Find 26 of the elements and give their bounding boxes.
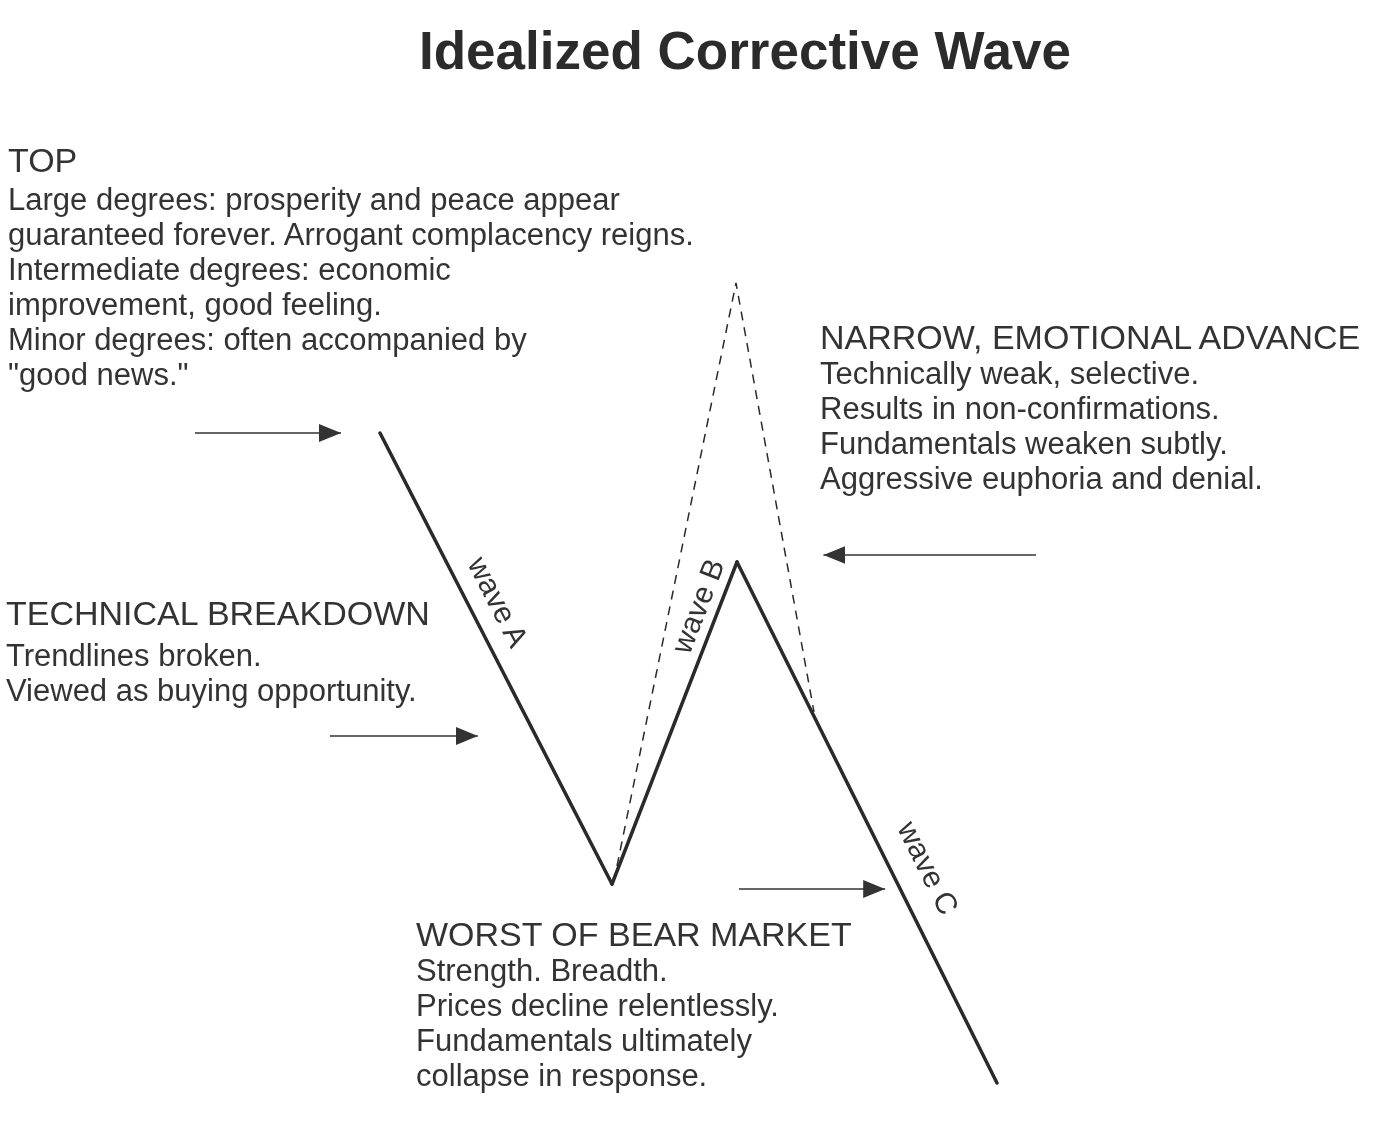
arrow xyxy=(329,727,479,745)
section-heading: WORST OF BEAR MARKET xyxy=(416,915,852,953)
body-text: Prices decline relentlessly. xyxy=(416,988,780,1023)
arrow xyxy=(738,880,886,898)
body-text: Aggressive euphoria and denial. xyxy=(820,461,1264,496)
wave-label: wave A xyxy=(462,552,534,652)
arrow xyxy=(822,546,1037,564)
section-heading: TECHNICAL BREAKDOWN xyxy=(6,594,430,632)
body-text: Results in non-confirmations. xyxy=(820,391,1221,426)
body-text: Intermediate degrees: economic improvement, good feeling. xyxy=(8,252,452,322)
body-text: Trendlines broken. xyxy=(6,638,263,673)
section-heading: NARROW, EMOTIONAL ADVANCE xyxy=(820,318,1361,356)
wave-line xyxy=(610,560,739,886)
body-text: Fundamentals weaken subtly. xyxy=(820,426,1229,461)
wave-label: wave C xyxy=(892,816,964,920)
body-text: Technically weak, selective. xyxy=(820,356,1201,391)
wave-label: wave B xyxy=(666,554,730,658)
body-text: Minor degrees: often accompanied by "good news." xyxy=(8,322,528,392)
body-text: Fundamentals ultimately collapse in response. xyxy=(416,1023,753,1093)
dashed-wave-line xyxy=(616,282,815,867)
body-text: Large degrees: prosperity and peace appear guaranteed forever. Arrogant complacency reigns. xyxy=(8,182,695,252)
section-heading: TOP xyxy=(8,141,79,179)
body-text: Strength. Breadth. xyxy=(416,953,669,988)
diagram-title: Idealized Corrective Wave xyxy=(419,24,1071,77)
body-text: Viewed as buying opportunity. xyxy=(6,673,418,708)
arrow xyxy=(194,424,342,442)
